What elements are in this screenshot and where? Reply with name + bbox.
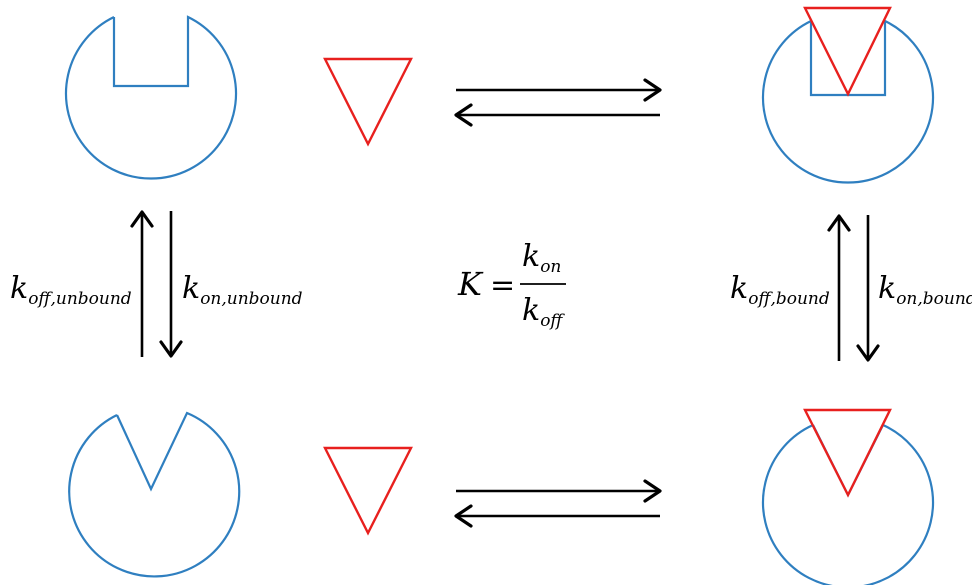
ligand-free-bottom xyxy=(323,446,413,536)
equilibrium-constant-equation: K = kon koff xyxy=(457,239,566,331)
receptor-v-pocket-bound xyxy=(761,423,935,585)
ligand-bound-top xyxy=(803,6,892,97)
equation-denominator: koff xyxy=(522,293,565,331)
equilibrium-arrows-bottom xyxy=(454,479,662,528)
receptor-square-pocket-unbound xyxy=(64,15,238,180)
equation-equals-sign: = xyxy=(490,268,515,303)
vertical-arrows-left xyxy=(130,210,183,358)
reverse-arrowhead-top xyxy=(454,103,473,127)
reverse-arrowhead-bottom xyxy=(454,504,473,528)
rate-label-k-on-bound: kon,bound xyxy=(878,271,972,309)
receptor-v-pocket-unbound xyxy=(68,411,241,578)
down-arrowhead-right xyxy=(856,344,880,362)
rate-label-k-on-unbound: kon,unbound xyxy=(182,271,303,309)
equation-lhs-K: K xyxy=(457,265,484,303)
receptor-square-pocket-bound xyxy=(761,19,935,184)
equilibrium-arrows-top xyxy=(454,78,662,127)
equation-numerator: kon xyxy=(522,239,561,277)
up-arrowhead-right xyxy=(827,214,851,232)
vertical-arrows-right xyxy=(827,214,880,362)
forward-arrowhead-top xyxy=(643,78,662,102)
down-arrowhead-left xyxy=(159,340,183,358)
rate-label-k-off-unbound: koff,unbound xyxy=(10,271,132,309)
ligand-bound-bottom xyxy=(803,408,892,498)
ligand-free-top xyxy=(323,57,413,147)
rate-label-k-off-bound: koff,bound xyxy=(730,271,830,309)
up-arrowhead-left xyxy=(130,210,154,228)
forward-arrowhead-bottom xyxy=(643,479,662,503)
